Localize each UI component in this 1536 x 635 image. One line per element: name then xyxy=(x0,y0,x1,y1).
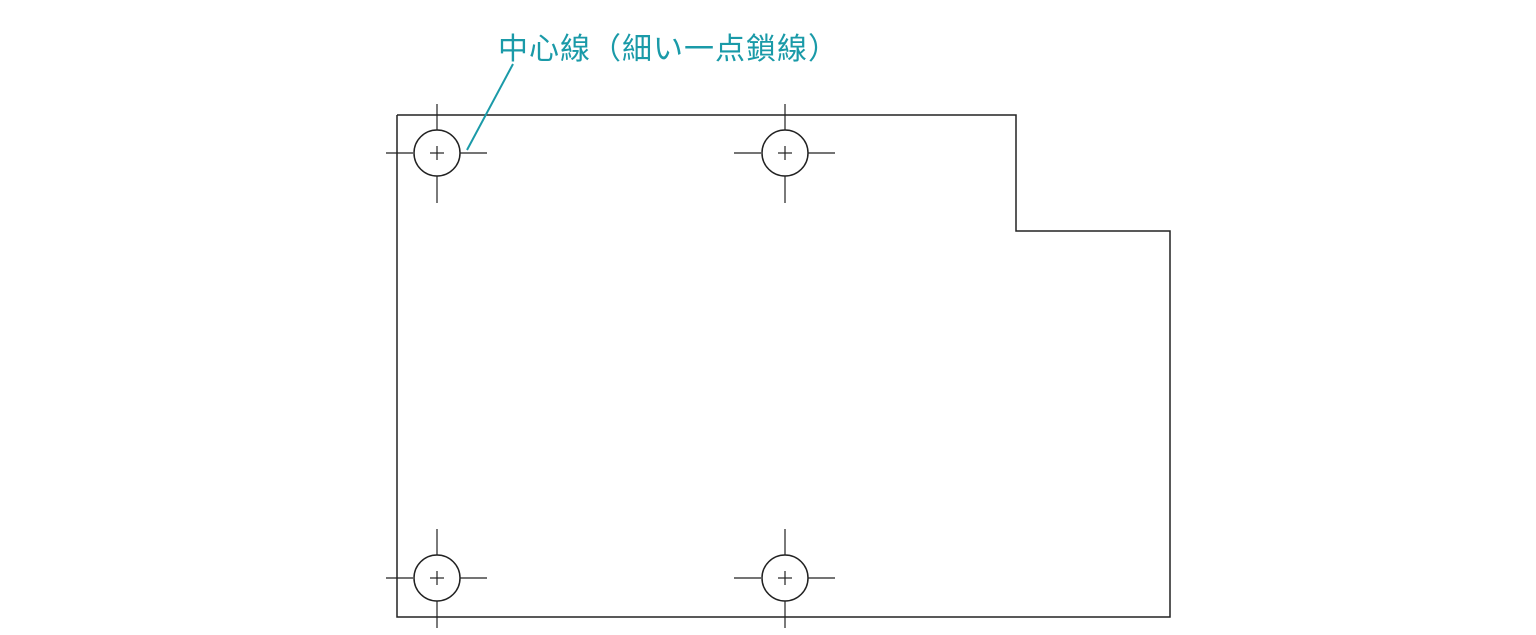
hole xyxy=(734,529,835,628)
part-outline xyxy=(396,114,1171,618)
hole xyxy=(734,104,835,203)
annotation-leader-line xyxy=(466,63,514,151)
hole xyxy=(386,529,487,628)
centerline-annotation-label: 中心線（細い一点鎖線） xyxy=(498,32,839,67)
hole xyxy=(386,104,487,203)
